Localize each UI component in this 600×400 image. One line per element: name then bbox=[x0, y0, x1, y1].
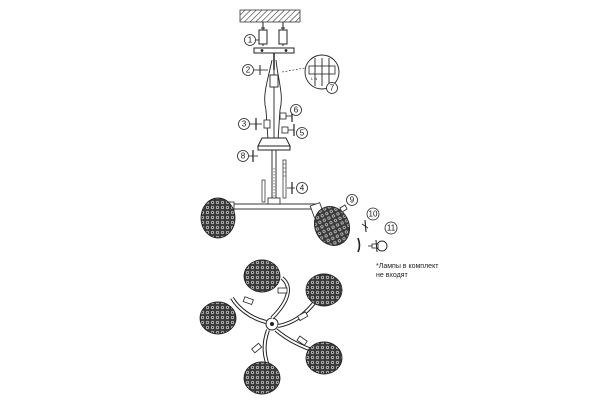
step-8-marker: 8 bbox=[237, 150, 258, 162]
step-6-label: 6 bbox=[294, 106, 299, 115]
right-shade bbox=[309, 202, 351, 246]
step-3-marker: 3 bbox=[238, 118, 271, 130]
step-2-marker: 2 bbox=[242, 64, 268, 76]
note-line-2: не входят bbox=[376, 272, 408, 279]
terminal-detail: L N bbox=[281, 54, 340, 90]
step-1-label: 1 bbox=[248, 36, 253, 45]
step-11-label: 11 bbox=[387, 224, 396, 233]
step-9-label: 9 bbox=[350, 196, 355, 205]
step-7-marker: 7 bbox=[326, 82, 338, 94]
top-view-chandelier bbox=[199, 259, 343, 395]
step-11-marker: 11 bbox=[384, 221, 398, 235]
step-2-label: 2 bbox=[246, 66, 251, 75]
left-shade bbox=[200, 197, 236, 239]
svg-text:L N: L N bbox=[311, 76, 317, 81]
step-6-marker: 6 bbox=[279, 104, 302, 122]
side-view-arm bbox=[229, 197, 319, 210]
light-bulb-icon bbox=[368, 239, 388, 253]
step-10-marker: 10 bbox=[357, 207, 380, 253]
step-4-marker: 4 bbox=[287, 182, 308, 194]
step-9-marker: 9 bbox=[339, 194, 358, 213]
ceiling bbox=[239, 9, 301, 23]
step-3-label: 3 bbox=[242, 120, 247, 129]
step-8-label: 8 bbox=[241, 152, 246, 161]
step-4-label: 4 bbox=[300, 184, 305, 193]
step-5-label: 5 bbox=[300, 129, 305, 138]
ceiling-screws bbox=[258, 22, 288, 46]
step-5-marker: 5 bbox=[281, 124, 308, 139]
note-line-1: *Лампы в комплект bbox=[376, 263, 439, 270]
canopy bbox=[257, 137, 291, 151]
step-1-marker: 1 bbox=[244, 34, 259, 46]
bulbs-not-included-note: *Лампы в комплект не входят bbox=[376, 262, 438, 280]
step-7-label: 7 bbox=[330, 84, 335, 93]
wire-bundle bbox=[264, 59, 282, 141]
step-10-label: 10 bbox=[369, 210, 378, 219]
center-rod bbox=[261, 149, 287, 203]
